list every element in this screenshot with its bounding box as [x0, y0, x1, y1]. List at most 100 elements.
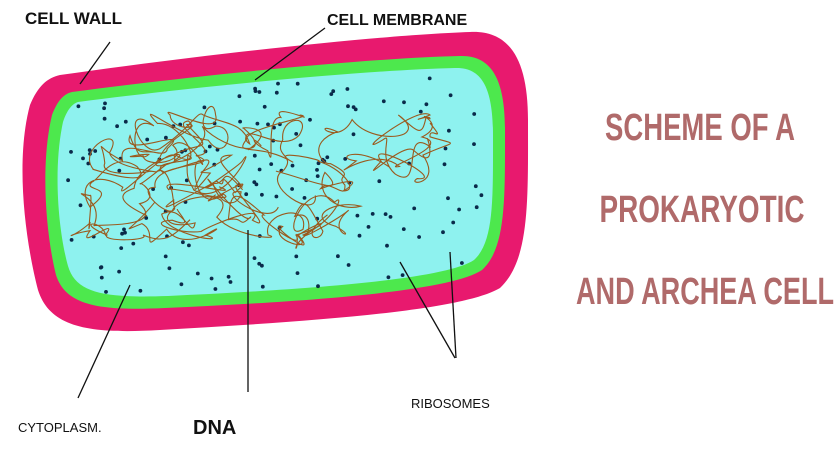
ribosome-dot [79, 203, 83, 207]
ribosome-dot [257, 262, 261, 266]
ribosome-dot [261, 285, 265, 289]
ribosome-dot [253, 154, 257, 158]
ribosome-dot [260, 193, 264, 197]
ribosome-dot [296, 82, 300, 86]
ribosome-dot [475, 205, 479, 209]
ribosome-dot [227, 275, 231, 279]
ribosome-dot [266, 123, 270, 127]
ribosome-dot [69, 150, 73, 154]
ribosome-dot [316, 284, 320, 288]
ribosome-dot [290, 187, 294, 191]
ribosome-dot [358, 234, 362, 238]
ribosome-dot [294, 255, 298, 259]
ribosome-dot [291, 164, 295, 168]
ribosome-dot [367, 225, 371, 229]
ribosome-dot [122, 228, 126, 232]
ribosome-dot [258, 168, 262, 172]
ribosome-dot [124, 120, 128, 124]
ribosome-dot [377, 179, 381, 183]
ribosome-dot [214, 287, 218, 291]
ribosome-dot [180, 282, 184, 286]
ribosome-dot [449, 93, 453, 97]
ribosome-dot [252, 180, 256, 184]
ribosome-dot [425, 102, 429, 106]
title-line-3: AND ARCHEA CELL [576, 271, 834, 313]
ribosome-dot [117, 270, 121, 274]
ribosome-dot [102, 106, 106, 110]
ribosome-dot [443, 162, 447, 166]
ribosome-dot [168, 266, 172, 270]
ribosome-dot [181, 240, 185, 244]
ribosome-dot [417, 235, 421, 239]
ribosome-dot [419, 110, 423, 114]
ribosome-dot [457, 208, 461, 212]
ribosome-dot [275, 195, 279, 199]
ribosome-dot [93, 149, 97, 153]
ribosome-dot [115, 124, 119, 128]
ribosome-dot [389, 215, 393, 219]
ribosome-dot [315, 168, 319, 172]
ribosome-dot [294, 132, 298, 136]
ribosome-dot [164, 136, 168, 140]
ribosome-dot [100, 276, 104, 280]
ribosome-dot [256, 122, 260, 126]
ribosome-dot [384, 212, 388, 216]
ribosome-dot [460, 261, 464, 265]
ribosome-dot [119, 246, 123, 250]
ribosome-dot [316, 174, 320, 178]
ribosome-dot [296, 271, 300, 275]
ribosome-dot [210, 277, 214, 281]
ribosome-dot [196, 272, 200, 276]
ribosomes-label: RIBOSOMES [411, 396, 490, 411]
ribosome-dot [451, 221, 455, 225]
ribosome-dot [303, 196, 307, 200]
dna-label: DNA [193, 417, 236, 439]
ribosome-dot [347, 263, 351, 267]
ribosome-dot [346, 87, 350, 91]
ribosome-dot [356, 214, 360, 218]
ribosome-dot [336, 254, 340, 258]
ribosome-dot [308, 118, 312, 122]
ribosome-dot [238, 94, 242, 98]
ribosome-dot [269, 162, 273, 166]
ribosome-dot [354, 108, 358, 112]
ribosome-dot [253, 256, 257, 260]
ribosome-dot [444, 147, 448, 151]
cytoplasm-label: CYTOPLASM. [18, 420, 102, 435]
ribosome-dot [187, 244, 191, 248]
ribosome-dot [447, 129, 451, 133]
ribosome-dot [117, 169, 121, 173]
title-line-2: PROKARYOTIC [600, 189, 805, 231]
ribosome-dot [244, 192, 248, 196]
ribosome-dot [441, 230, 445, 234]
ribosome-dot [402, 100, 406, 104]
ribosome-dot [329, 92, 333, 96]
ribosome-dot [66, 178, 70, 182]
ribosome-dot [238, 120, 242, 124]
ribosome-dot [103, 102, 107, 106]
ribosome-dot [104, 290, 108, 294]
ribosome-dot [472, 112, 476, 116]
cytoplasm [58, 68, 493, 296]
ribosome-dot [382, 99, 386, 103]
ribosome-dot [258, 90, 262, 94]
ribosome-dot [371, 212, 375, 216]
ribosome-dot [480, 193, 484, 197]
ribosome-dot [145, 138, 149, 142]
ribosome-dot [139, 289, 143, 293]
ribosome-dot [99, 266, 103, 270]
ribosome-dot [77, 104, 81, 108]
ribosome-dot [412, 207, 416, 211]
ribosome-dot [131, 242, 135, 246]
title-line-1: SCHEME OF A [605, 107, 795, 149]
cell-membrane-label: CELL MEMBRANE [327, 12, 467, 29]
ribosome-dot [325, 155, 329, 159]
ribosome-dot [103, 117, 107, 121]
ribosome-dot [299, 143, 303, 147]
ribosome-dot [208, 145, 212, 149]
ribosome-dot [123, 231, 127, 235]
ribosome-dot [81, 157, 85, 161]
ribosome-dot [401, 273, 405, 277]
ribosome-dot [446, 196, 450, 200]
